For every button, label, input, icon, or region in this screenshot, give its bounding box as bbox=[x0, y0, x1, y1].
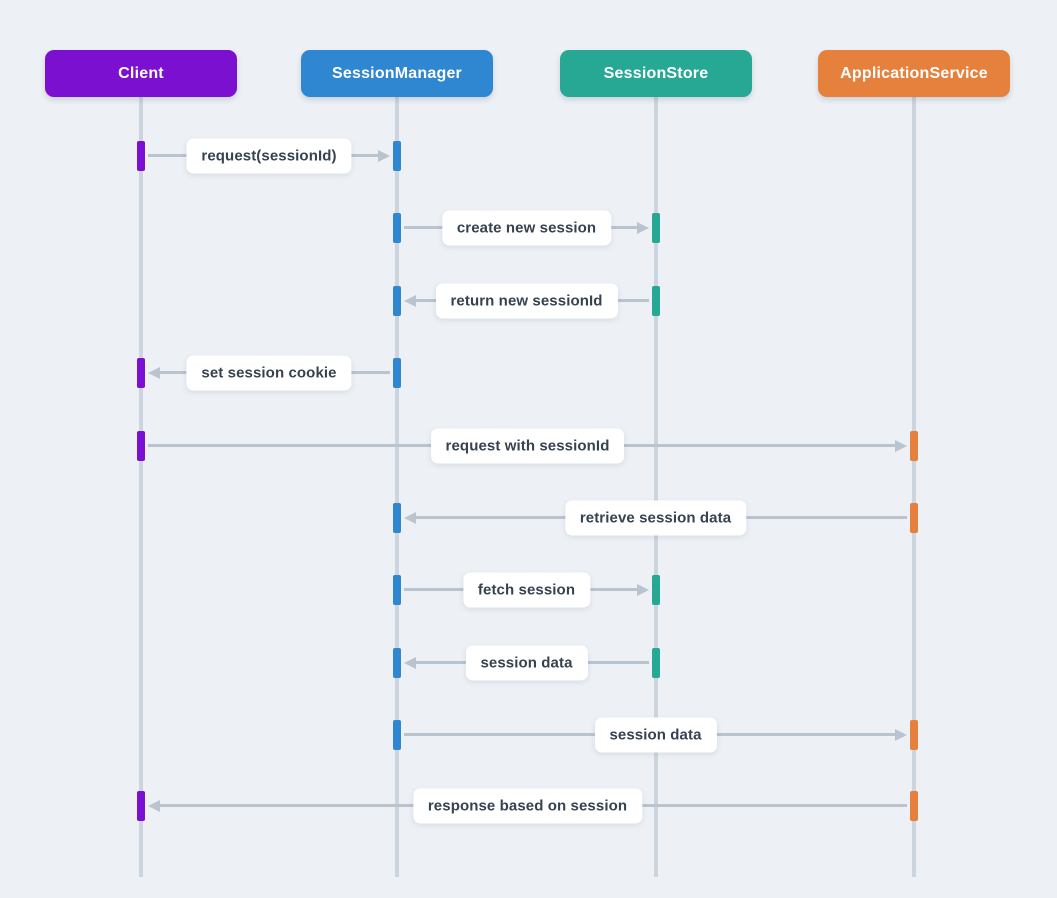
message-arrowhead-icon bbox=[404, 512, 416, 524]
participant-application-service: ApplicationService bbox=[818, 50, 1010, 97]
message-arrowhead-icon bbox=[148, 367, 160, 379]
activation-bar-session-store bbox=[652, 575, 660, 605]
activation-bar-session-manager bbox=[393, 358, 401, 388]
activation-bar-session-manager bbox=[393, 141, 401, 171]
message-arrowhead-icon bbox=[148, 800, 160, 812]
participant-client: Client bbox=[45, 50, 237, 97]
message-arrowhead-icon bbox=[895, 440, 907, 452]
activation-bar-session-store bbox=[652, 213, 660, 243]
message-label: create new session bbox=[441, 210, 612, 246]
activation-bar-application-service bbox=[910, 503, 918, 533]
activation-bar-client bbox=[137, 431, 145, 461]
activation-bar-session-manager bbox=[393, 575, 401, 605]
activation-bar-client bbox=[137, 141, 145, 171]
message-label: set session cookie bbox=[186, 355, 352, 391]
message-arrowhead-icon bbox=[404, 295, 416, 307]
activation-bar-application-service bbox=[910, 720, 918, 750]
participant-session-store: SessionStore bbox=[560, 50, 752, 97]
lifeline-application-service bbox=[912, 97, 916, 877]
activation-bar-session-manager bbox=[393, 213, 401, 243]
message-label: return new sessionId bbox=[435, 283, 618, 319]
activation-bar-client bbox=[137, 791, 145, 821]
activation-bar-session-store bbox=[652, 648, 660, 678]
message-arrowhead-icon bbox=[378, 150, 390, 162]
participant-session-manager: SessionManager bbox=[301, 50, 493, 97]
message-arrowhead-icon bbox=[637, 584, 649, 596]
message-label: retrieve session data bbox=[564, 500, 747, 536]
activation-bar-session-manager bbox=[393, 648, 401, 678]
lifeline-session-manager bbox=[395, 97, 399, 877]
activation-bar-application-service bbox=[910, 791, 918, 821]
activation-bar-session-manager bbox=[393, 720, 401, 750]
message-label: fetch session bbox=[462, 572, 591, 608]
message-arrowhead-icon bbox=[637, 222, 649, 234]
message-label: request(sessionId) bbox=[186, 138, 352, 174]
message-label: session data bbox=[594, 717, 717, 753]
lifeline-session-store bbox=[654, 97, 658, 877]
activation-bar-session-manager bbox=[393, 503, 401, 533]
lifeline-client bbox=[139, 97, 143, 877]
message-label: request with sessionId bbox=[430, 428, 625, 464]
message-arrowhead-icon bbox=[404, 657, 416, 669]
message-label: response based on session bbox=[412, 788, 643, 824]
activation-bar-application-service bbox=[910, 431, 918, 461]
message-label: session data bbox=[465, 645, 588, 681]
activation-bar-session-manager bbox=[393, 286, 401, 316]
message-arrowhead-icon bbox=[895, 729, 907, 741]
activation-bar-client bbox=[137, 358, 145, 388]
activation-bar-session-store bbox=[652, 286, 660, 316]
